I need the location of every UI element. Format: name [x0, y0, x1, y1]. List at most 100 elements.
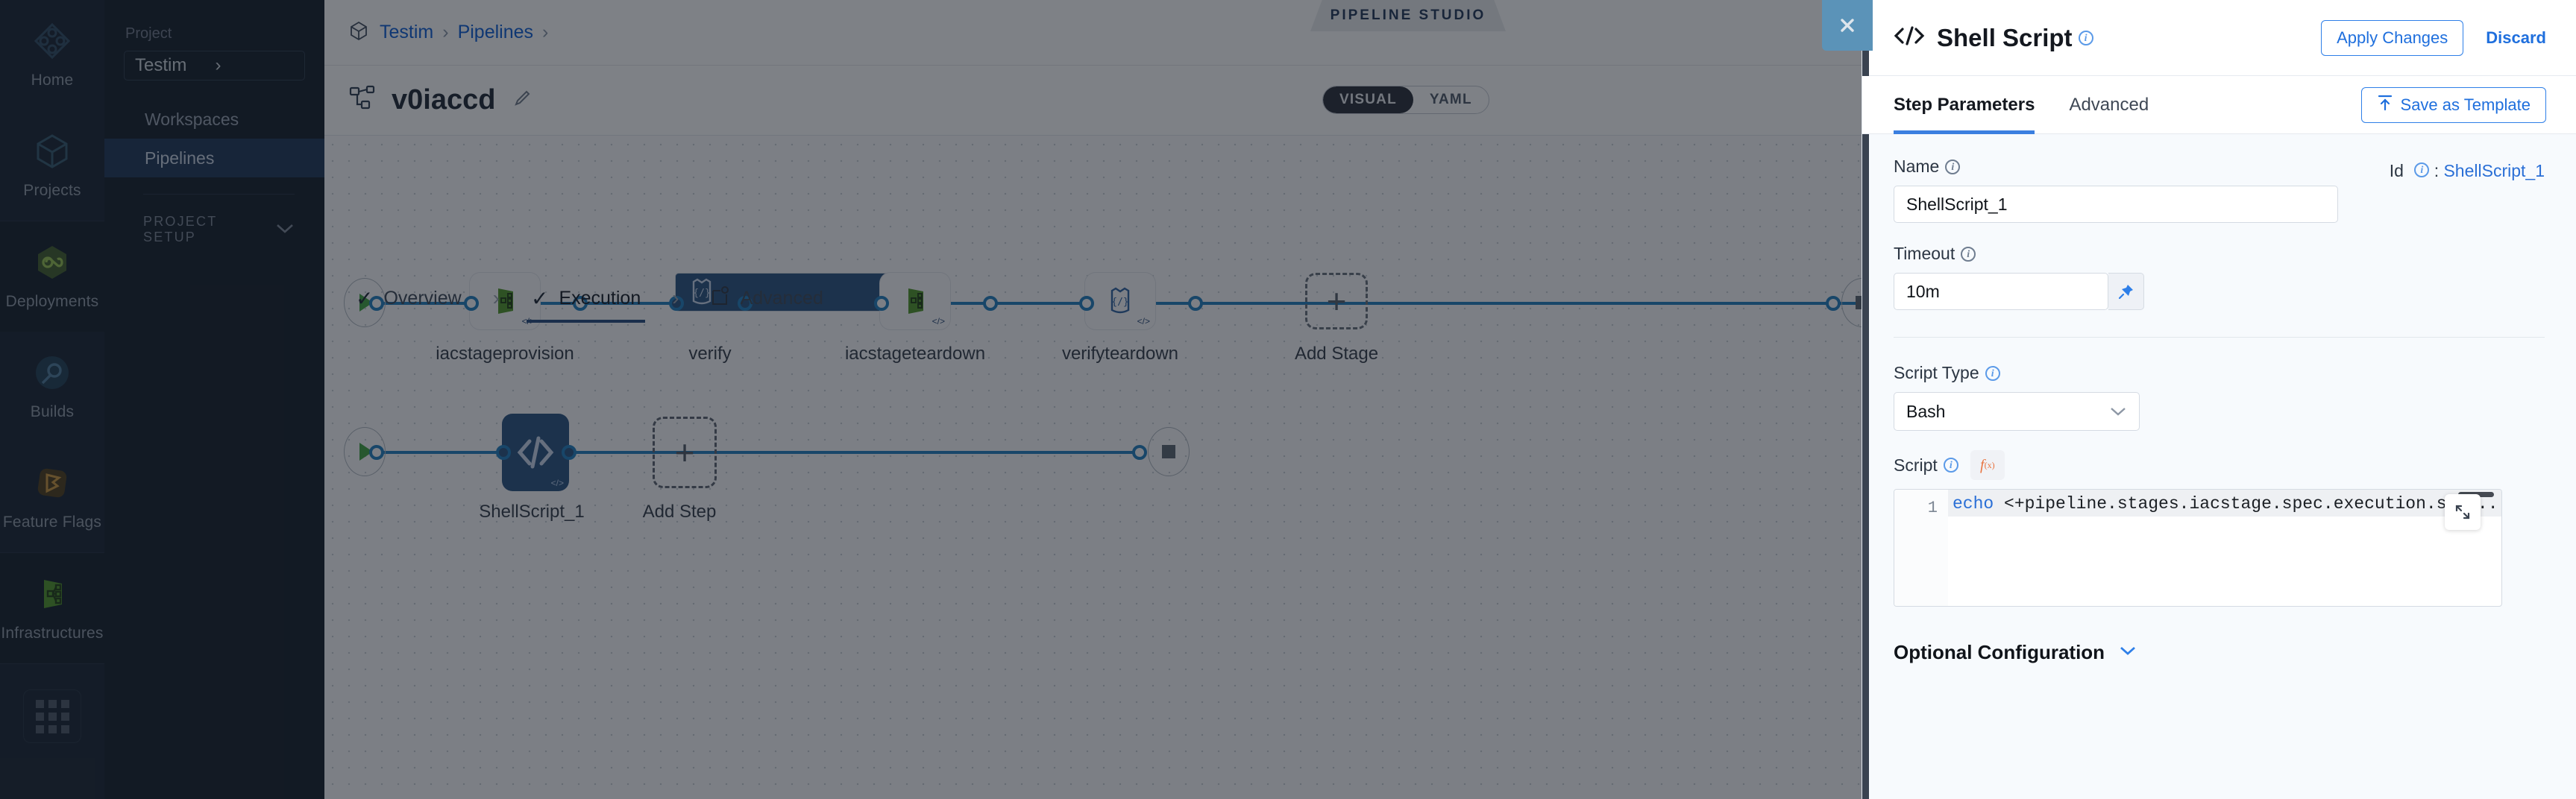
- id-row: Id i : ShellScript_1: [2390, 161, 2545, 181]
- grid-dots: [35, 699, 69, 733]
- info-icon[interactable]: i: [2414, 162, 2430, 177]
- pin-icon[interactable]: [2108, 273, 2144, 310]
- infrastructure-icon: [32, 574, 72, 614]
- info-icon[interactable]: i: [1985, 365, 2000, 381]
- fx-label: f: [1980, 456, 1985, 473]
- tab-step-parameters[interactable]: Step Parameters: [1894, 76, 2035, 134]
- sidebar-item-label: Pipelines: [145, 148, 215, 168]
- tab-advanced[interactable]: Advanced: [700, 285, 834, 323]
- tab-label: Advanced: [740, 287, 823, 309]
- info-icon[interactable]: i: [1943, 458, 1958, 473]
- breadcrumb-item-project[interactable]: Testim: [380, 22, 434, 42]
- upload-template-icon: [2377, 94, 2393, 116]
- rail-divider: [0, 663, 104, 664]
- timeout-input-value: 10m: [1906, 281, 1940, 301]
- edit-pencil-icon[interactable]: [512, 88, 533, 113]
- rail-item-label: Deployments: [5, 293, 99, 310]
- check-icon: ✓: [530, 286, 549, 310]
- expand-editor-icon[interactable]: [2445, 494, 2481, 530]
- tab-separator: ›: [672, 286, 679, 309]
- tab-execution[interactable]: ✓ Execution: [521, 286, 651, 323]
- apps-grid-icon[interactable]: [23, 689, 81, 743]
- step-flow-connector: [378, 451, 1139, 454]
- advanced-gear-icon: [711, 285, 730, 312]
- script-type-value: Bash: [1906, 401, 1946, 421]
- cube-icon: [32, 131, 72, 171]
- sidebar-item-pipelines[interactable]: Pipelines: [104, 139, 324, 177]
- save-as-template-button[interactable]: Save as Template: [2360, 86, 2546, 123]
- infinity-hex-icon: [32, 242, 72, 282]
- sidebar-item-label: Workspaces: [145, 109, 239, 129]
- step-port: [1132, 445, 1147, 460]
- step-port: [369, 445, 384, 460]
- step-end-node: [1148, 427, 1190, 476]
- rail-item-label: Infrastructures: [1, 625, 104, 642]
- rail-item-label: Feature Flags: [2, 514, 102, 531]
- project-setup-section[interactable]: PROJECT SETUP: [104, 214, 324, 245]
- step-port: [496, 445, 511, 460]
- info-icon[interactable]: i: [1945, 159, 1961, 174]
- project-selector[interactable]: Testim ›: [124, 51, 305, 80]
- build-pie-icon: [32, 353, 72, 393]
- page-title: v0iaccd: [392, 84, 496, 116]
- timeout-row: 10m: [1894, 273, 2545, 310]
- code-badge-icon: </>: [550, 478, 564, 488]
- rail-item-label: Projects: [23, 182, 81, 199]
- breadcrumb-item-pipelines[interactable]: Pipelines: [457, 22, 534, 42]
- info-icon[interactable]: i: [2078, 30, 2093, 45]
- code-rest: <+pipeline.stages.iacstage.spec.executio…: [1994, 494, 2501, 514]
- line-number: 1: [1927, 499, 1938, 517]
- info-icon[interactable]: i: [1961, 246, 1976, 262]
- optional-configuration-toggle[interactable]: Optional Configuration: [1894, 641, 2545, 664]
- project-label: Project: [125, 25, 172, 42]
- rail-item-label: Home: [31, 72, 74, 89]
- section-divider: [1894, 337, 2545, 338]
- left-nav-rail: Home Projects Deployments: [0, 0, 104, 799]
- step-node-shellscript-1[interactable]: </>: [502, 414, 569, 491]
- project-setup-label: PROJECT SETUP: [143, 214, 218, 244]
- code-brackets-icon: [1894, 25, 1925, 51]
- chevron-down-icon: [275, 222, 295, 238]
- chevron-down-icon: [2118, 645, 2137, 660]
- timeout-label-wrap: Timeout i: [1894, 244, 2545, 264]
- flag-icon: [32, 463, 72, 503]
- rail-item-projects[interactable]: Projects: [0, 110, 104, 221]
- name-label: Name: [1894, 157, 1940, 176]
- discard-button[interactable]: Discard: [2486, 28, 2546, 47]
- add-step-label: Add Step: [642, 502, 717, 522]
- chevron-down-icon: [2109, 402, 2127, 421]
- sidebar-item-workspaces[interactable]: Workspaces: [104, 100, 324, 139]
- sidebar-divider: [143, 194, 295, 195]
- script-label: Script: [1894, 455, 1938, 475]
- editor-gutter: 1: [1894, 490, 1948, 606]
- name-input-value: ShellScript_1: [1906, 194, 2008, 214]
- rail-item-infrastructures[interactable]: Infrastructures: [0, 553, 104, 663]
- drawer-tab-bar: Step Parameters Advanced Save as Templat…: [1862, 76, 2576, 134]
- script-type-label-wrap: Script Type i: [1894, 363, 2545, 383]
- apply-changes-button[interactable]: Apply Changes: [2321, 19, 2464, 56]
- add-step-button[interactable]: +: [653, 417, 717, 488]
- tab-drawer-advanced[interactable]: Advanced: [2069, 94, 2149, 115]
- code-keyword: echo: [1953, 494, 1994, 514]
- view-mode-toggle[interactable]: VISUAL YAML: [1322, 86, 1489, 114]
- expression-fx-button[interactable]: f(x): [1970, 450, 2005, 480]
- home-diamond-icon: [32, 21, 72, 61]
- toggle-yaml[interactable]: YAML: [1429, 92, 1472, 107]
- id-value: ShellScript_1: [2443, 161, 2545, 180]
- rail-item-deployments[interactable]: Deployments: [0, 221, 104, 332]
- name-row: Name i Id i : ShellScript_1: [1894, 157, 2545, 186]
- rail-item-home[interactable]: Home: [0, 0, 104, 110]
- project-selector-value: Testim: [135, 55, 187, 75]
- toggle-visual[interactable]: VISUAL: [1323, 86, 1413, 113]
- rail-item-feature-flags[interactable]: Feature Flags: [0, 442, 104, 552]
- script-code-editor[interactable]: 1 echo <+pipeline.stages.iacstage.spec.e…: [1894, 489, 2502, 607]
- rail-item-builds[interactable]: Builds: [0, 332, 104, 442]
- rail-item-label: Builds: [30, 403, 75, 420]
- tab-overview[interactable]: ✓ Overview: [345, 286, 472, 323]
- tab-separator: ›: [492, 286, 500, 309]
- timeout-input[interactable]: 10m: [1894, 273, 2108, 310]
- script-type-select[interactable]: Bash: [1894, 392, 2140, 431]
- close-icon[interactable]: [1822, 0, 1873, 51]
- name-input[interactable]: ShellScript_1: [1894, 186, 2338, 223]
- check-icon: ✓: [356, 286, 374, 310]
